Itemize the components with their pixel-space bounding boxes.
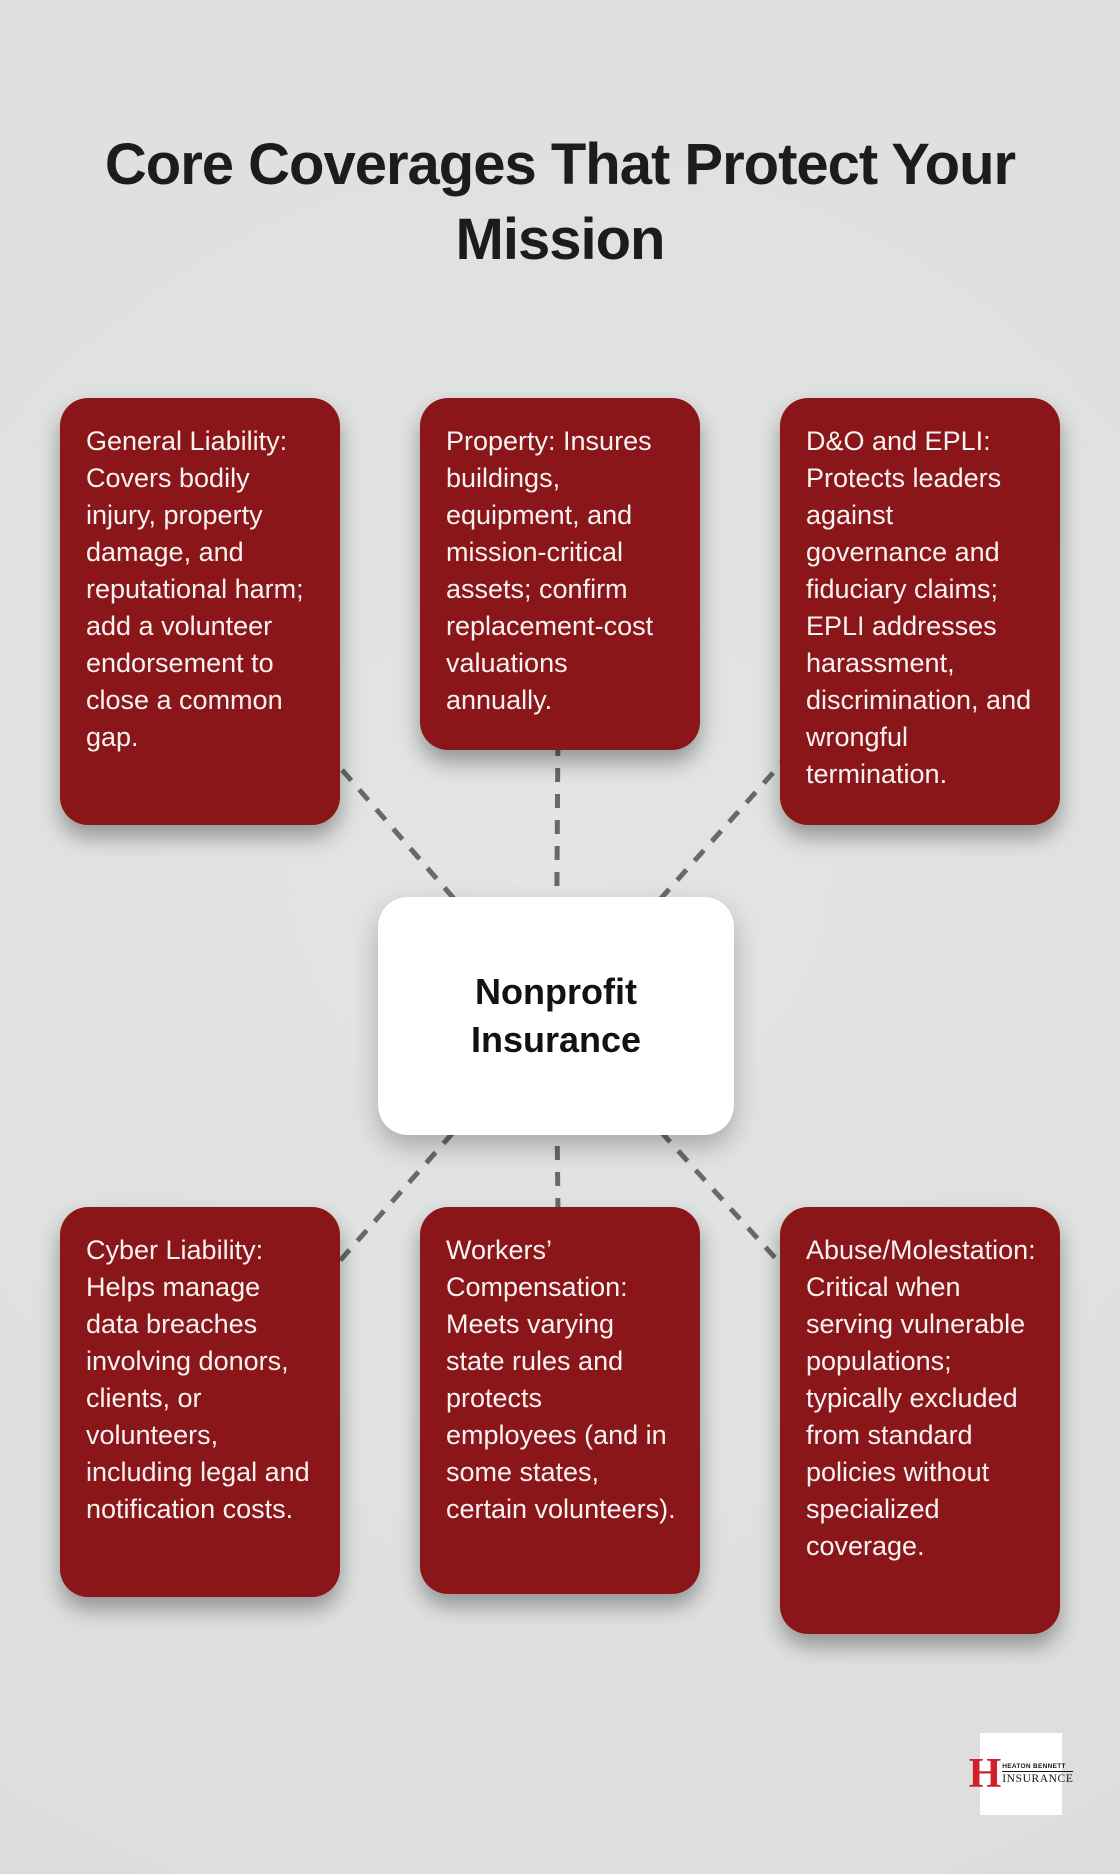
coverage-box-workers-compensation: Workers’ Compensation: Meets varying sta…	[420, 1207, 700, 1594]
coverage-box-cyber-liability: Cyber Liability: Helps manage data breac…	[60, 1207, 340, 1597]
logo-inner: H HEATON BENNETT INSURANCE	[968, 1751, 1074, 1797]
coverage-box-do-and-epli: D&O and EPLI: Protects leaders against g…	[780, 398, 1060, 825]
logo-text: HEATON BENNETT INSURANCE	[1002, 1763, 1074, 1786]
connector-top-center	[553, 729, 561, 1017]
coverage-box-general-liability: General Liability: Covers bodily injury,…	[60, 398, 340, 825]
logo-company-type: INSURANCE	[1002, 1773, 1074, 1786]
coverage-box-abuse-molestation: Abuse/Molestation: Critical when serving…	[780, 1207, 1060, 1634]
company-logo: H HEATON BENNETT INSURANCE	[969, 1733, 1074, 1815]
logo-monogram: H	[968, 1751, 1002, 1797]
center-node-label: Nonprofit Insurance	[470, 971, 642, 1060]
logo-company-name: HEATON BENNETT	[1002, 1763, 1074, 1773]
page-title: Core Coverages That Protect Your Mission	[104, 131, 1016, 272]
center-node-nonprofit-insurance: Nonprofit Insurance	[378, 897, 734, 1135]
coverage-box-property: Property: Insures buildings, equipment, …	[420, 398, 700, 750]
